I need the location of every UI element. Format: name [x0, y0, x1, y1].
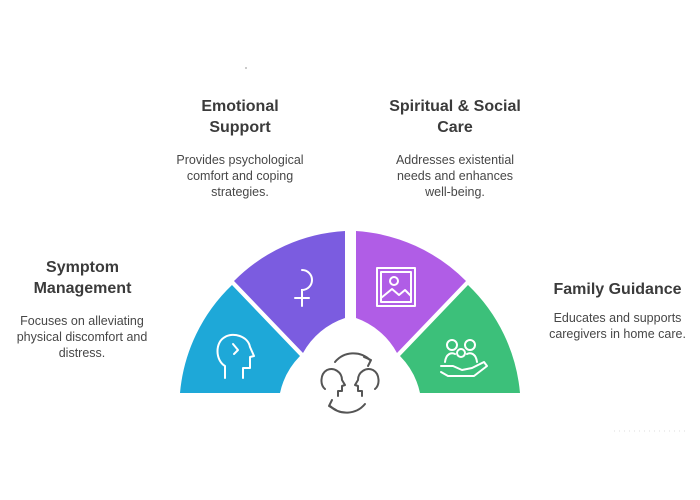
landscape-picture-icon — [376, 267, 416, 307]
segment-family-guidance — [400, 285, 520, 393]
two-heads-exchange-icon — [320, 352, 380, 414]
desc-spiritual-social-care: Addresses existential needs and enhances… — [395, 153, 515, 199]
segment-symptom-management — [180, 285, 300, 393]
hand-holding-family-icon — [440, 339, 488, 377]
segment-emotional-support — [234, 231, 345, 353]
decorative-dot — [245, 67, 247, 69]
desc-family-guidance: Educates and supports caregivers in home… — [549, 311, 686, 341]
title-spiritual-social-care: Spiritual & Social Care — [389, 98, 521, 136]
head-profile-icon — [216, 333, 255, 379]
desc-symptom-management: Focuses on alleviating physical discomfo… — [16, 314, 148, 360]
title-emotional-support: Emotional Support — [201, 98, 279, 136]
female-symbol-icon — [294, 269, 313, 307]
title-family-guidance: Family Guidance — [553, 281, 682, 298]
desc-emotional-support: Provides psychological comfort and copin… — [176, 153, 304, 199]
title-symptom-management: Symptom Management — [33, 259, 132, 297]
